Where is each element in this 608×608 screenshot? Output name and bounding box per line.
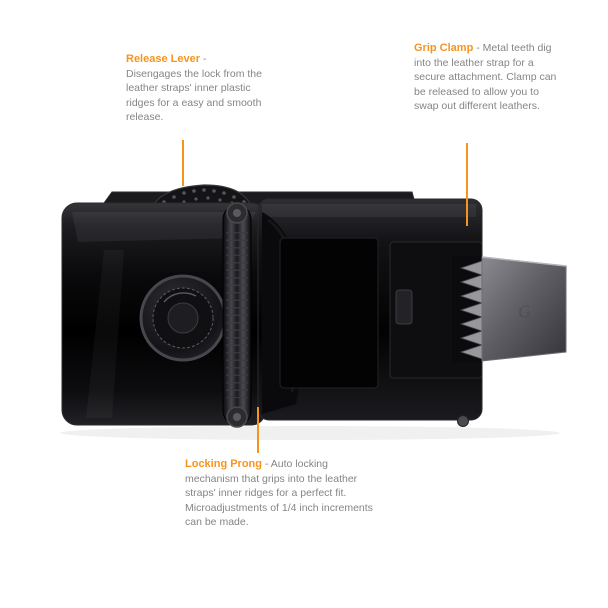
clamp-teeth — [459, 260, 484, 360]
annotation-locking-prong: Locking Prong - Auto locking mechanism t… — [185, 457, 377, 530]
locking-prong-text: - Auto locking mechanism that grips into… — [185, 458, 373, 528]
release-lever-leader-line — [182, 140, 184, 186]
release-lever-text: - Disengages the lock from the leather s… — [126, 53, 262, 123]
buckle-shadow — [60, 426, 560, 440]
locking-prong-title: Locking Prong — [185, 458, 262, 470]
release-lever-title: Release Lever — [126, 53, 200, 65]
screw-foot — [457, 415, 469, 427]
annotation-release-lever: Release Lever - Disengages the lock from… — [126, 52, 262, 125]
locking-prong-leader-line — [257, 407, 259, 453]
grip-clamp-leader-line — [466, 143, 468, 226]
grip-clamp-housing — [389, 241, 484, 379]
locking-prong-bar — [222, 202, 252, 428]
grip-clamp-title: Grip Clamp — [414, 42, 474, 54]
medallion — [139, 274, 227, 362]
engraving-logo: G — [517, 301, 532, 322]
annotation-grip-clamp: Grip Clamp - Metal teeth dig into the le… — [414, 41, 564, 114]
grip-clamp-plate: G — [481, 256, 567, 362]
grip-clamp-text: - Metal teeth dig into the leather strap… — [414, 42, 557, 112]
